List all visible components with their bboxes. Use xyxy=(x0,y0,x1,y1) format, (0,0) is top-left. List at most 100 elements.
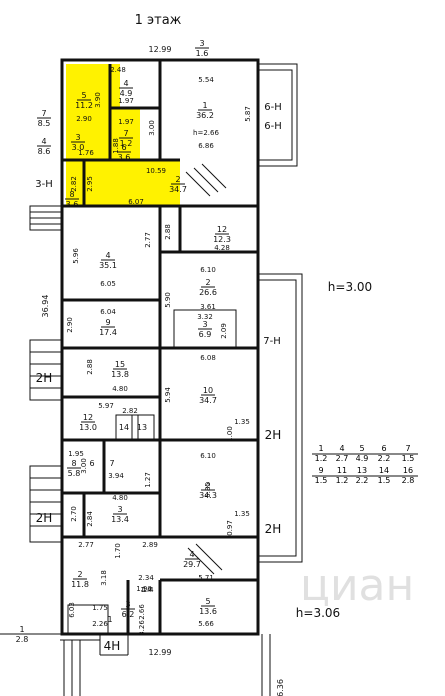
floor-title: 1 этаж xyxy=(135,13,182,28)
room-label-num: 12 xyxy=(217,225,227,234)
room-label-num: 6 xyxy=(89,459,94,468)
bottom-right-dimension: 6.36 xyxy=(276,679,285,696)
room-label-num: 3 xyxy=(75,133,80,142)
dimension-label: 3.94 xyxy=(108,472,124,480)
dimension-label: 2.82 xyxy=(70,176,78,192)
exit-label: 6-Н xyxy=(264,102,282,113)
dimension-label: 1.97 xyxy=(118,97,134,105)
room-label-area: 3.6 xyxy=(118,153,131,162)
legend-area: 1.2 xyxy=(314,454,328,463)
exit-label: 2Н xyxy=(265,428,282,442)
dimension-label: 2.34 xyxy=(138,574,154,582)
outside-label-num: 4 xyxy=(41,137,46,146)
dimension-label: 5.90 xyxy=(164,292,172,308)
exit-label: 2Н xyxy=(265,522,282,536)
legend-area: 2.2 xyxy=(355,476,369,485)
dimension-label: 5.85 xyxy=(204,482,212,498)
legend-area: 1.2 xyxy=(335,476,349,485)
balcony-outline xyxy=(258,63,298,167)
room-label-area: 29.7 xyxy=(183,560,201,569)
dimension-label: 2.84 xyxy=(86,511,94,527)
exit-label: 6-Н xyxy=(264,121,282,132)
dimension-label: 2.89 xyxy=(142,541,158,549)
dimension-label: 2.77 xyxy=(78,541,94,549)
dimension-label: h=2.66 xyxy=(193,129,219,137)
dimension-label: 1.00 xyxy=(226,426,234,442)
room-label-num: 4 xyxy=(123,79,128,88)
legend-num: 13 xyxy=(356,466,368,475)
dimension-label: 5.96 xyxy=(72,248,80,264)
porch-outline xyxy=(258,273,303,563)
room-label-area: 12.3 xyxy=(213,235,231,244)
room-label-num: 1 xyxy=(107,615,112,624)
dimension-label: 4.28 xyxy=(214,244,230,252)
legend-num: 9 xyxy=(318,466,324,475)
legend-area: 2.8 xyxy=(401,476,415,485)
exit-label: 7-Н xyxy=(263,336,281,347)
legend-area: 2.2 xyxy=(377,454,391,463)
room-label-num: 4 xyxy=(105,251,110,260)
watermark: циан xyxy=(300,560,414,611)
dimension-label: 2.88 xyxy=(164,224,172,240)
highlight-room-6 xyxy=(110,108,140,160)
stairs-left-top xyxy=(29,205,63,231)
room-label-num: 8 xyxy=(71,459,76,468)
dimension-label: 5.66 xyxy=(198,620,214,628)
dimension-label: 3.18 xyxy=(100,570,108,586)
room-label-num: 8 xyxy=(69,190,74,199)
height-lower: h=3.06 xyxy=(296,606,340,620)
room-label-num: 12 xyxy=(83,413,93,422)
room-label-area: 34.7 xyxy=(199,396,217,405)
dimension-label: 1.76 xyxy=(78,149,94,157)
dimension-label: 10.59 xyxy=(146,167,166,175)
dimension-label: 6.08 xyxy=(200,354,216,362)
room-outline xyxy=(173,309,237,349)
dimension-label: 5.94 xyxy=(164,387,172,403)
room-label-num: 7 xyxy=(109,459,114,468)
room-label-area: 13.6 xyxy=(199,607,217,616)
room-label-area: 5.8 xyxy=(68,469,81,478)
room-label-area: 4.9 xyxy=(120,89,133,98)
dimension-label: 5.97 xyxy=(98,402,114,410)
legend-area: 2.7 xyxy=(335,454,349,463)
room-label-area: 13.8 xyxy=(111,370,129,379)
dimension-label: 3.61 xyxy=(200,303,216,311)
dimension-label: 1.4 xyxy=(140,586,152,594)
outside-label-area: 2.8 xyxy=(16,635,29,644)
dimension-label: 6.04 xyxy=(100,308,116,316)
room-label-area: 11.2 xyxy=(75,101,93,110)
legend-area: 4.9 xyxy=(355,454,369,463)
outside-label-area: 8.5 xyxy=(38,119,51,128)
dimension-label: 6.10 xyxy=(200,266,216,274)
legend-num: 4 xyxy=(339,444,345,453)
room-outline xyxy=(67,604,109,634)
balcony-outline xyxy=(258,69,293,161)
bottom-dimension: 12.99 xyxy=(149,648,172,657)
stairs-left-mid xyxy=(29,339,63,401)
dimension-label: 6.86 xyxy=(198,142,214,150)
room-label-area: 6.2 xyxy=(122,610,135,619)
legend-num: 7 xyxy=(405,444,411,453)
dimension-label: 0.97 xyxy=(226,520,234,536)
dimension-label: 4.80 xyxy=(112,385,128,393)
height-upper: h=3.00 xyxy=(328,280,372,294)
stairs-left-low xyxy=(29,465,63,543)
exit-label: 4Н xyxy=(104,639,121,653)
dimension-label: 1.88 xyxy=(112,138,120,154)
room-label-area: 3.6 xyxy=(66,200,79,209)
dimension-label: 1.35 xyxy=(234,510,250,518)
dimension-label: 1.75 xyxy=(92,604,108,612)
dimension-label: 5.87 xyxy=(244,106,252,122)
dimension-label: 2.26 xyxy=(92,620,108,628)
room-label-num: 4 xyxy=(189,550,194,559)
outside-label-num: 3 xyxy=(199,39,204,48)
outside-label-area: 1.6 xyxy=(196,49,209,58)
